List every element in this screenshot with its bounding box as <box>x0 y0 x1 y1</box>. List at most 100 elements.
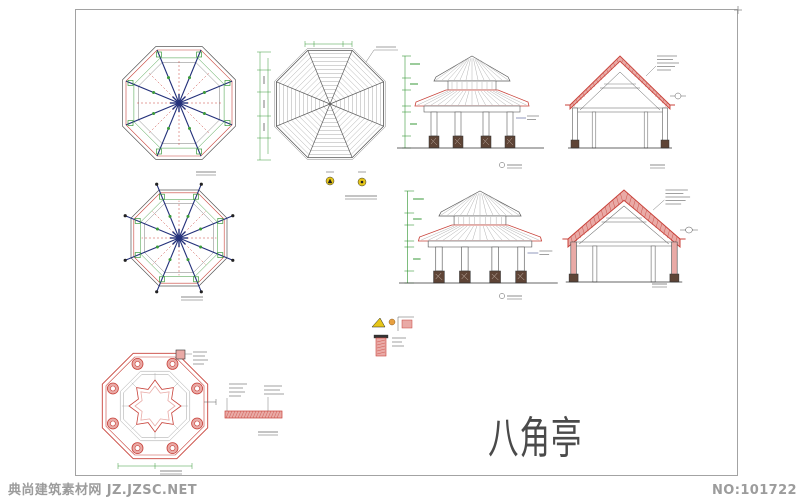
secondary-rafter <box>147 102 180 135</box>
roof-hatch <box>616 59 619 64</box>
base-texture <box>430 138 438 146</box>
beam-joint <box>186 214 190 218</box>
roof-hatch <box>663 226 666 235</box>
radial-beam <box>156 183 180 239</box>
roof-tile-line <box>486 225 495 241</box>
roof-tile-line <box>465 225 474 241</box>
beam-joint <box>188 126 191 130</box>
roof-tile-line <box>323 97 328 102</box>
beam-joint <box>167 126 170 130</box>
column-core <box>194 385 200 392</box>
column <box>454 111 462 137</box>
roof-tile-line <box>311 111 323 123</box>
beam-joint <box>152 91 156 94</box>
roof-eave-line <box>274 48 386 160</box>
column <box>461 246 469 272</box>
base-texture <box>491 273 499 281</box>
column-marker <box>159 276 165 283</box>
roof-tile-line <box>486 90 507 106</box>
roof-hatch <box>651 89 655 94</box>
roof-hatch <box>608 203 612 212</box>
roof-tile-line <box>458 90 467 106</box>
inner-column <box>650 245 656 283</box>
roof-hatch <box>582 92 585 97</box>
roof-tile-line <box>480 90 493 106</box>
paving-star-outer <box>128 379 182 433</box>
roof-tile-line <box>487 194 513 216</box>
radial-beam <box>156 237 180 293</box>
radial-beam <box>124 237 180 261</box>
beam-joint <box>186 258 190 262</box>
center-hub <box>176 100 182 106</box>
beam-end <box>199 182 203 186</box>
roof-tile-line <box>484 194 500 216</box>
roof-tile-line <box>435 60 464 81</box>
roof-section <box>569 55 671 111</box>
base-texture <box>454 137 461 145</box>
column <box>435 246 443 272</box>
column-core <box>194 420 200 427</box>
roof-tile-line <box>489 225 503 241</box>
secondary-rafter <box>178 102 211 135</box>
roof-tile-line <box>279 124 310 155</box>
roof-hatch <box>621 59 624 64</box>
strip-hatch <box>240 410 245 419</box>
roof-outline <box>275 50 385 159</box>
roof-hatch <box>634 72 638 77</box>
roof-tile-line <box>342 116 361 135</box>
roof-tile-line <box>453 59 468 81</box>
beam-joint <box>167 76 170 80</box>
roof-tile-line <box>474 58 485 81</box>
roof-hatch <box>620 193 623 202</box>
roof-tile-line <box>299 116 318 135</box>
roof-hatch <box>597 213 600 222</box>
bench-line <box>123 374 187 438</box>
roof-tile-line <box>483 225 488 241</box>
roof-tile-line <box>428 225 458 241</box>
bench-line <box>119 370 191 442</box>
detail-hatch <box>376 342 386 346</box>
secondary-rafter <box>147 71 180 104</box>
strip-hatch <box>264 410 269 419</box>
strip-hatch <box>246 410 251 419</box>
beam-end <box>123 214 127 218</box>
roof-tile-line <box>459 58 470 81</box>
roof-tile-line <box>492 90 520 106</box>
roof-tile-line <box>441 59 466 81</box>
inner-column <box>643 111 649 149</box>
roof-hatch <box>592 82 596 87</box>
roof-hatch <box>644 82 648 87</box>
leader-line <box>365 49 375 63</box>
roof-tile-line <box>477 59 497 81</box>
radial-beam <box>124 215 180 239</box>
column-marker <box>134 252 141 258</box>
roof-tile-line <box>466 193 478 216</box>
column-core <box>169 445 176 451</box>
column-core <box>110 420 116 427</box>
base-texture <box>435 273 443 281</box>
radial-beam <box>178 237 234 261</box>
roof-section <box>567 189 681 249</box>
column-base <box>568 273 579 283</box>
roof-tile-line <box>334 93 341 100</box>
drawing-frame <box>75 9 738 476</box>
detail-callout <box>175 349 186 360</box>
roof-tile-line <box>480 60 509 81</box>
detail-bolt <box>388 318 396 326</box>
roof-tile-line <box>482 193 494 216</box>
roof-hatch <box>609 65 613 70</box>
base-texture <box>482 138 490 146</box>
roof-tile-line <box>472 225 477 241</box>
roof-tile-line <box>335 89 345 99</box>
hip-line <box>329 81 384 105</box>
roof-tile-line <box>319 108 326 115</box>
section-1 <box>565 55 686 149</box>
roof-hatch <box>631 69 634 74</box>
beam-joint <box>202 112 206 115</box>
roof-tile-line <box>496 225 517 241</box>
beam-end <box>231 214 235 218</box>
roof-hatch <box>572 102 575 107</box>
beam-end <box>199 290 203 294</box>
beam-joint <box>188 76 191 80</box>
